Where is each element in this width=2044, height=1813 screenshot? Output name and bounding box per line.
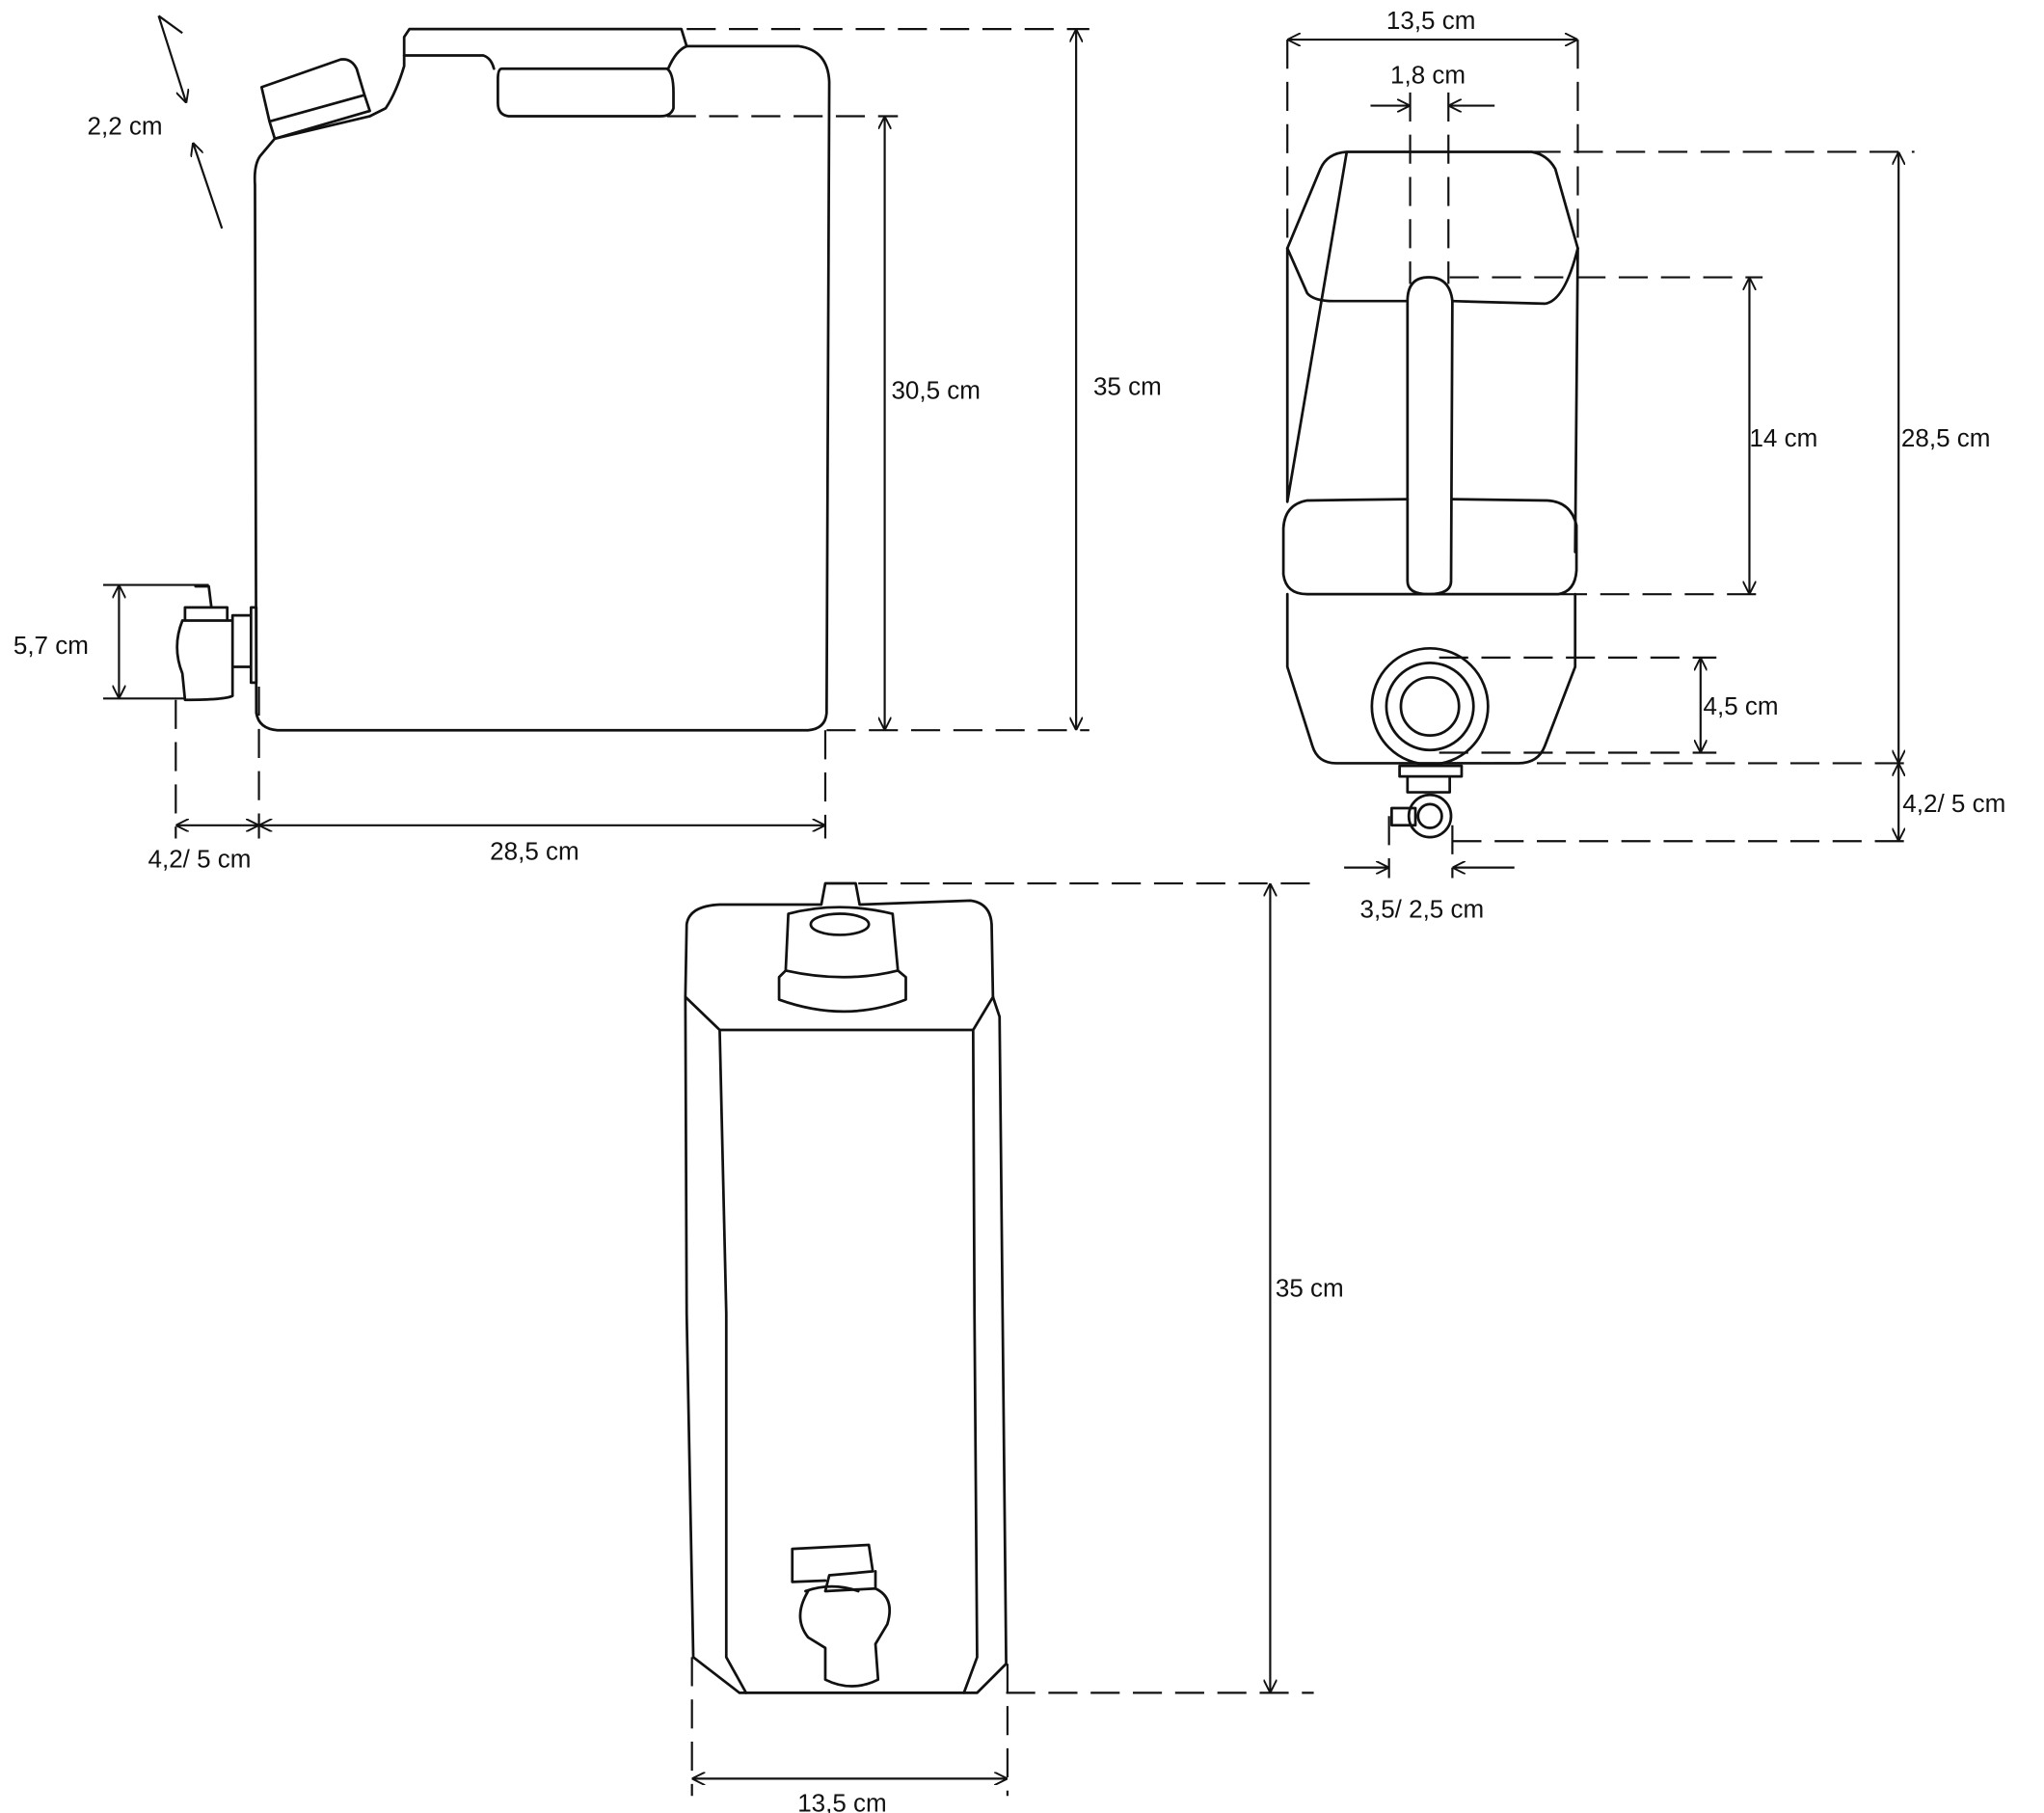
end-tap (791, 1543, 892, 1688)
tap-width-label: 3,5/ 2,5 cm (1360, 895, 1485, 924)
front-tap-knob (1407, 793, 1453, 839)
handle-width-label: 1,8 cm (1390, 60, 1466, 89)
side-cap (259, 58, 371, 141)
front-handle (1406, 276, 1454, 596)
front-tap (1390, 764, 1464, 827)
end-cap (777, 906, 907, 1014)
side-view: 2,2 cm 30,5 cm 35 cm 5,7 cm 4,2/ 5 cm 28… (13, 14, 1162, 874)
end-width-label: 13,5 cm (797, 1789, 887, 1813)
end-view: 35 cm 13,5 cm (684, 881, 1344, 1813)
front-lower-ledge (1281, 498, 1578, 596)
tap-depth-label: 4,2/ 5 cm (148, 845, 252, 874)
front-upper-ledge (1285, 247, 1579, 306)
end-body-outline (684, 881, 1008, 1694)
front-body-outline (1285, 150, 1579, 765)
front-tap-depth-label: 4,2/ 5 cm (1902, 789, 2005, 818)
tap-height-label: 5,7 cm (13, 631, 89, 660)
side-handle (497, 67, 675, 118)
total-height-label: 35 cm (1093, 371, 1162, 400)
front-height-label: 28,5 cm (1901, 423, 1991, 452)
end-height-label: 35 cm (1276, 1274, 1344, 1303)
side-tap (175, 584, 258, 702)
front-tap-knob-inner (1416, 802, 1443, 829)
body-height-label: 30,5 cm (891, 376, 981, 405)
length-label: 28,5 cm (490, 836, 579, 865)
front-tap-ring-inner (1399, 676, 1461, 738)
cap-diameter-label: 2,2 cm (88, 112, 163, 141)
tap-opening-label: 4,5 cm (1704, 691, 1779, 720)
end-bevel (684, 995, 995, 1694)
side-top-rim (402, 44, 688, 70)
front-tap-ring-mid (1385, 662, 1475, 752)
handle-height-label: 14 cm (1749, 423, 1817, 452)
end-cap-opening (809, 912, 871, 936)
side-body-outline (253, 27, 831, 732)
front-width-label: 13,5 cm (1386, 6, 1476, 35)
front-tap-ring-outer (1370, 646, 1490, 767)
front-view: 13,5 cm 1,8 cm 14 cm 28,5 cm 4,5 cm 4,2/… (1281, 6, 2005, 924)
